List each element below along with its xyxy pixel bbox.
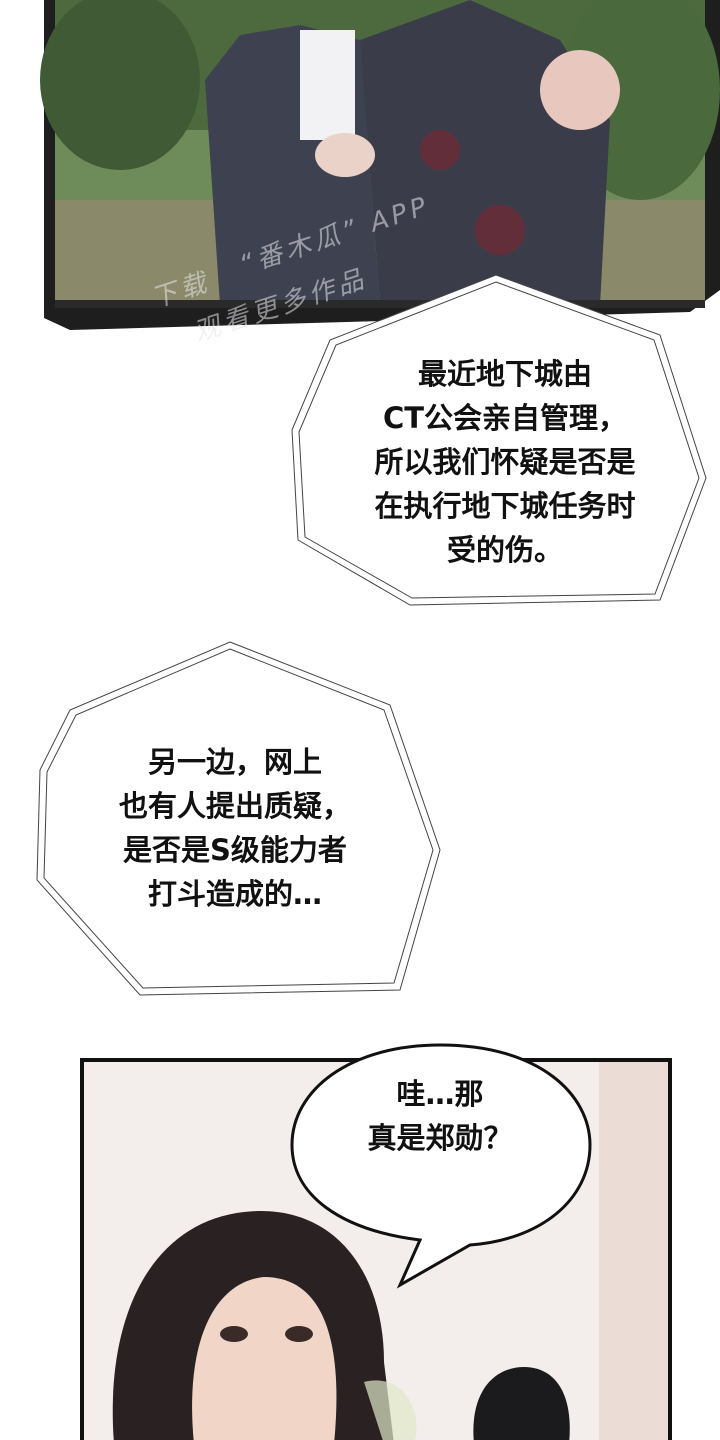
character-illustration bbox=[112, 1062, 668, 1440]
tv-screen-panel: “番木瓜” APP 下载 观看更多作品 bbox=[0, 0, 720, 348]
narration-bubble-1: 最近地下城由 CT公会亲自管理， 所以我们怀疑是否是 在执行地下城任务时 受的伤… bbox=[374, 357, 636, 567]
tv-screen-illustration bbox=[0, 0, 720, 330]
speech-bubble-text: 哇…那 真是郑勋？ bbox=[367, 1077, 513, 1155]
narration-bubble-2: 另一边，网上 也有人提出质疑， 是否是S级能力者 打斗造成的… bbox=[118, 745, 351, 911]
